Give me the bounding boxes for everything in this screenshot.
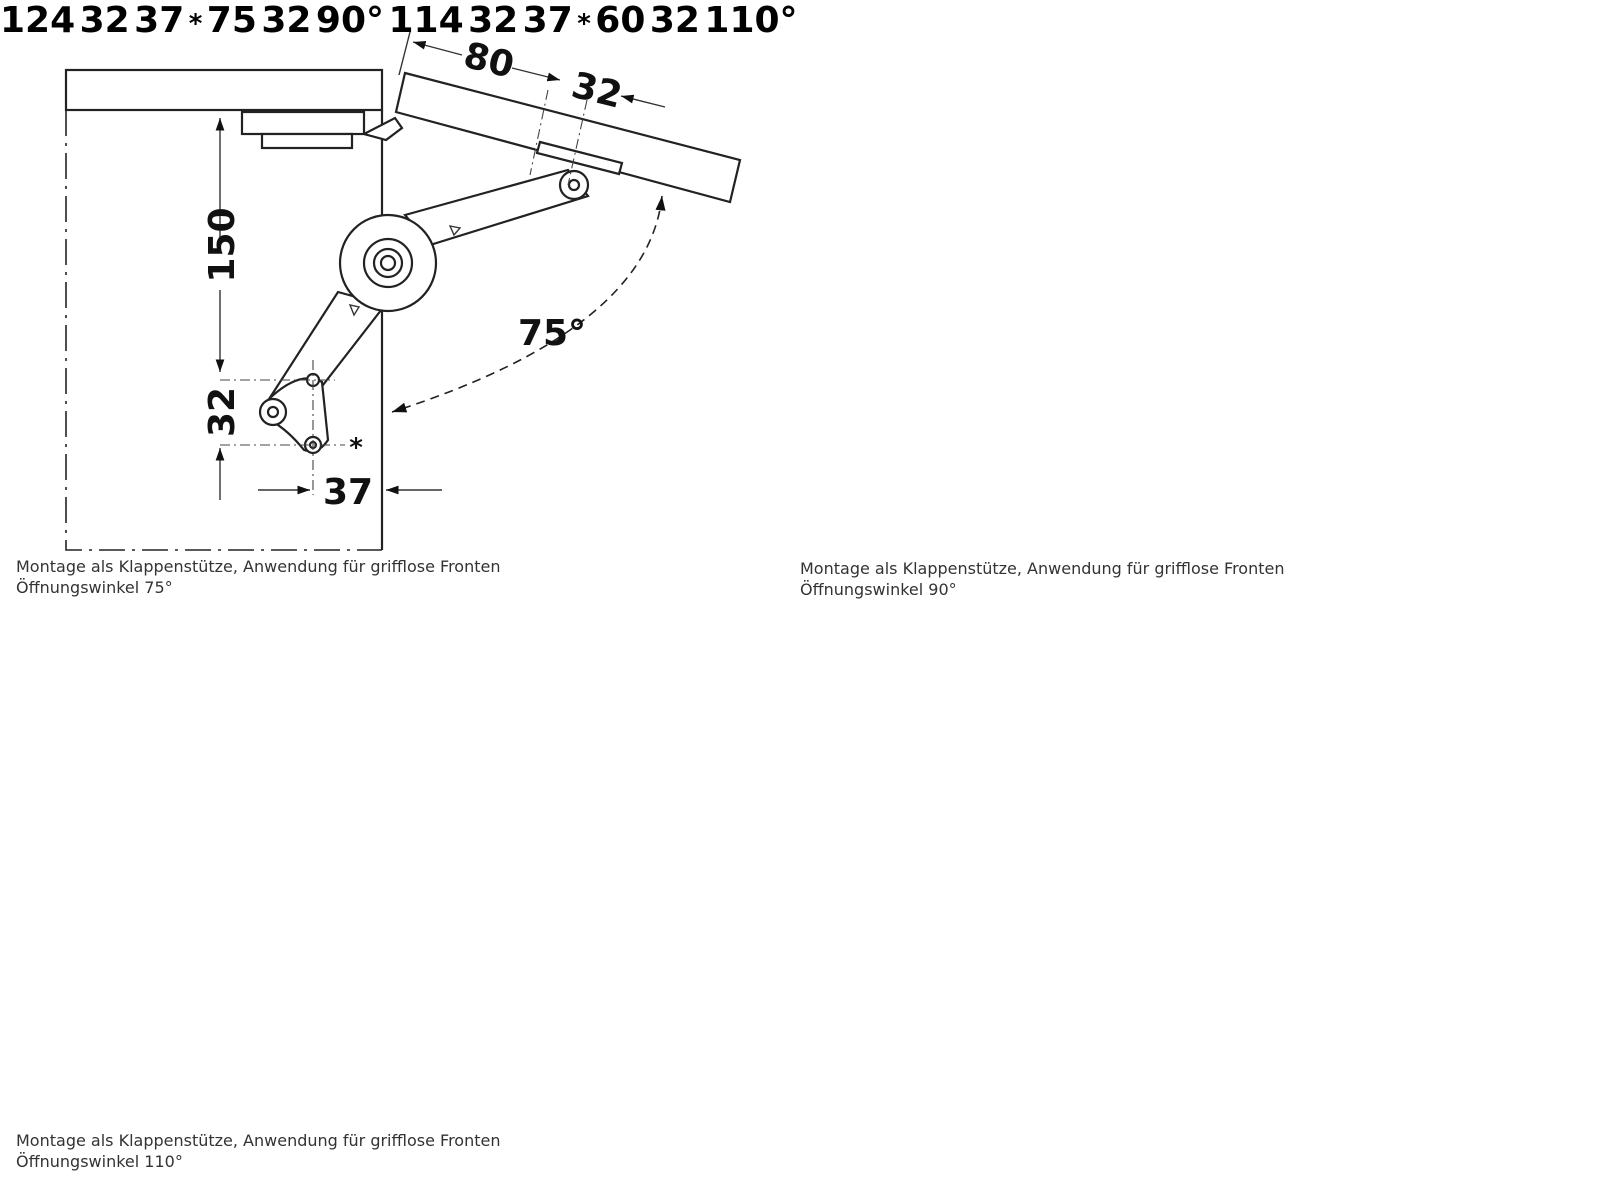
- mounting-base-lower: 124 32 37 * 75 32 90°: [0, 0, 389, 41]
- dim-height: 114: [388, 0, 464, 41]
- upper-arm: 114 32 37 * 60 32 110°: [388, 0, 797, 41]
- opening-angle-arc: 90°: [316, 0, 389, 41]
- dim-height: 124: [0, 0, 76, 41]
- dim-front-offset: 80: [460, 35, 519, 87]
- hinge-link: [360, 116, 404, 142]
- lower-pivot: 124 32 37 * 75 32 90°: [0, 0, 389, 41]
- front-bracket: 114 32 37 * 60 32 110°: [388, 0, 797, 41]
- mechanism-housing: 124 32 37 * 75 32 90°: [0, 0, 389, 41]
- caption-75: Montage als Klappenstütze, Anwendung für…: [16, 556, 500, 598]
- marker-asterisk: *: [188, 9, 203, 39]
- lower-pivot: 114 32 37 * 60 32 110°: [388, 0, 797, 41]
- front-flap: 114 32 37 * 60 32 110°: [388, 0, 797, 41]
- diagram-110: 114 32 37 * 60 32 110°: [388, 0, 797, 41]
- mechanism-housing: 114 32 37 * 60 32 110°: [388, 0, 797, 41]
- cabinet-side-wall: 114 32 37 * 60 32 110°: [388, 0, 797, 41]
- dim-lower-gap: 32: [202, 387, 243, 437]
- diagram-75: 150 32 37 * 80 32 75°: [64, 31, 742, 551]
- mounting-base: 114 32 37 * 60 32 110°: [388, 0, 797, 41]
- caption-line-2: Öffnungswinkel 110°: [16, 1152, 183, 1171]
- mechanism-spring: 124 32 37 * 75 32 90°: [0, 0, 389, 41]
- fixing-hole: 124 32 37 * 75 32 90°: [0, 0, 389, 41]
- fixing-hole: 114 32 37 * 60 32 110°: [388, 0, 797, 41]
- front-bracket: 124 32 37 * 75 32 90°: [0, 0, 389, 41]
- cabinet-top-panel: 124 32 37 * 75 32 90°: [0, 0, 389, 41]
- dim-front-hole: 32: [261, 0, 312, 41]
- dim-front-offset: 75: [206, 0, 257, 41]
- caption-line-1: Montage als Klappenstütze, Anwendung für…: [800, 559, 1285, 578]
- dim-side-offset: 37: [323, 472, 373, 513]
- caption-line-1: Montage als Klappenstütze, Anwendung für…: [16, 1131, 501, 1150]
- marker-asterisk: *: [577, 9, 591, 39]
- cabinet-outline: [65, 110, 382, 551]
- dim-side-offset: 37: [522, 0, 573, 41]
- cabinet-side-wall: 124 32 37 * 75 32 90°: [0, 0, 389, 41]
- angle-label: 75°: [518, 313, 586, 354]
- hinge-link: 124 32 37 * 75 32 90°: [0, 0, 389, 41]
- pivot-plate: 114 32 37 * 60 32 110°: [388, 0, 797, 41]
- pivot-plate: 124 32 37 * 75 32 90°: [0, 0, 389, 41]
- diagram-90: 124 32 37 * 75 32 90°: [0, 0, 389, 41]
- upper-arm-pivot: 114 32 37 * 60 32 110°: [388, 0, 797, 41]
- cabinet-outline: 114 32 37 * 60 32 110°: [388, 0, 797, 41]
- hinge-link: 114 32 37 * 60 32 110°: [388, 0, 797, 41]
- caption-110: Montage als Klappenstütze, Anwendung für…: [16, 1130, 500, 1172]
- caption-90: Montage als Klappenstütze, Anwendung für…: [800, 558, 1284, 600]
- mounting-base: [240, 110, 366, 136]
- opening-angle-arc: 110°: [704, 0, 797, 41]
- front-bracket: [535, 140, 624, 176]
- dim-height: 150: [202, 207, 243, 282]
- mounting-base-lower: [260, 132, 354, 150]
- dim-lower-gap: 32: [468, 0, 519, 41]
- upper-arm: 124 32 37 * 75 32 90°: [0, 0, 389, 41]
- lower-arm: 124 32 37 * 75 32 90°: [0, 0, 389, 41]
- caption-line-2: Öffnungswinkel 75°: [16, 578, 173, 597]
- dim-front-hole: 32: [568, 65, 627, 117]
- mounting-base-lower: 114 32 37 * 60 32 110°: [388, 0, 797, 41]
- cabinet-top-panel: [64, 68, 384, 112]
- angle-label: 90°: [315, 0, 385, 41]
- caption-line-1: Montage als Klappenstütze, Anwendung für…: [16, 557, 501, 576]
- front-flap: 124 32 37 * 75 32 90°: [0, 0, 389, 41]
- upper-arm-pivot: 124 32 37 * 75 32 90°: [0, 0, 389, 41]
- lower-arm: 114 32 37 * 60 32 110°: [388, 0, 797, 41]
- dim-lower-gap: 32: [79, 0, 130, 41]
- cabinet-top-panel: 114 32 37 * 60 32 110°: [388, 0, 797, 41]
- dim-front-hole: 32: [649, 0, 700, 41]
- dim-side-offset: 37: [134, 0, 185, 41]
- mounting-base: 124 32 37 * 75 32 90°: [0, 0, 389, 41]
- dim-front-offset: 60: [595, 0, 646, 41]
- mechanism-spring: 114 32 37 * 60 32 110°: [388, 0, 797, 41]
- opening-angle-arc: [391, 195, 666, 413]
- front-flap: [394, 71, 742, 204]
- cabinet-outline: 124 32 37 * 75 32 90°: [0, 0, 389, 41]
- caption-line-2: Öffnungswinkel 90°: [800, 580, 957, 599]
- marker-asterisk: *: [349, 433, 363, 463]
- angle-label: 110°: [704, 0, 798, 41]
